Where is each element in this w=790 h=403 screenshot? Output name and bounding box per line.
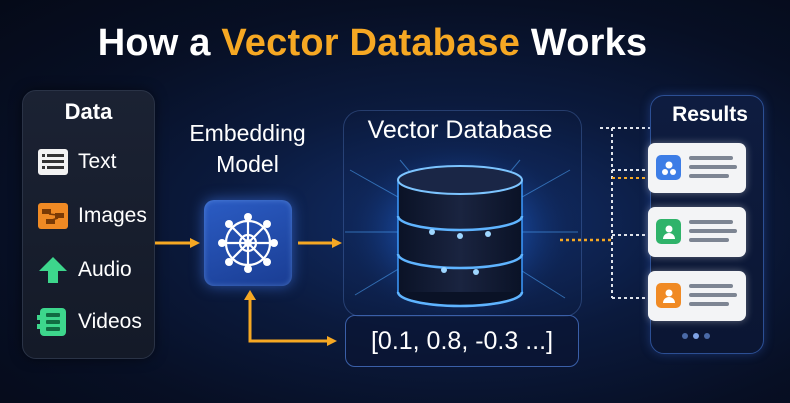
result-card-1[interactable]	[648, 143, 746, 193]
results-pagination-dots[interactable]	[682, 333, 710, 339]
result-text-line	[689, 229, 737, 233]
result-text-line	[689, 156, 733, 160]
pagination-dot[interactable]	[682, 333, 688, 339]
database-cylinder-icon	[396, 165, 524, 308]
result-text-line	[689, 238, 729, 242]
embedding-label-line1: Embedding	[189, 120, 306, 146]
data-item-images: Images	[36, 199, 147, 233]
result-text-line	[689, 302, 729, 306]
vector-embedding-box: [0.1, 0.8, -0.3 ...]	[345, 315, 579, 367]
data-item-audio: Audio	[36, 253, 132, 287]
data-item-videos: Videos	[36, 305, 142, 339]
result-text-line	[689, 174, 729, 178]
result-text-line	[689, 165, 737, 169]
data-item-label: Images	[78, 204, 147, 227]
user-avatar-icon	[656, 283, 681, 308]
neural-network-icon	[218, 213, 278, 273]
user-avatar-icon	[656, 219, 681, 244]
result-text-line	[689, 293, 737, 297]
result-card-2[interactable]	[648, 207, 746, 257]
vector-embedding-text: [0.1, 0.8, -0.3 ...]	[370, 326, 554, 355]
data-panel: Data Text Images	[22, 90, 155, 359]
pagination-dot[interactable]	[693, 333, 699, 339]
data-item-label: Text	[78, 150, 117, 173]
diagram-title: How a Vector Database Works	[0, 22, 745, 65]
embedding-label-line2: Model	[216, 151, 279, 177]
results-connectors	[560, 127, 650, 299]
data-item-text: Text	[36, 145, 117, 179]
arrow-up-icon	[36, 255, 70, 285]
data-panel-title: Data	[64, 99, 113, 124]
data-item-label: Audio	[78, 258, 132, 281]
data-item-label: Videos	[78, 310, 142, 333]
result-text-line	[689, 220, 733, 224]
title-suffix: Works	[520, 22, 648, 64]
results-title: Results	[672, 103, 748, 126]
title-highlight: Vector Database	[221, 22, 521, 64]
result-text-line	[689, 284, 733, 288]
arrow-up-head	[244, 290, 256, 300]
embedding-model-label: Embedding Model	[170, 118, 325, 180]
embedding-model-box	[204, 200, 292, 286]
title-prefix: How a	[97, 22, 222, 64]
arrow-embedding-to-vector	[248, 298, 337, 346]
user-avatar-icon	[656, 155, 681, 180]
image-icon	[36, 201, 70, 231]
text-document-icon	[36, 147, 70, 177]
result-card-3[interactable]	[648, 271, 746, 321]
pagination-dot[interactable]	[704, 333, 710, 339]
video-icon	[36, 307, 70, 337]
